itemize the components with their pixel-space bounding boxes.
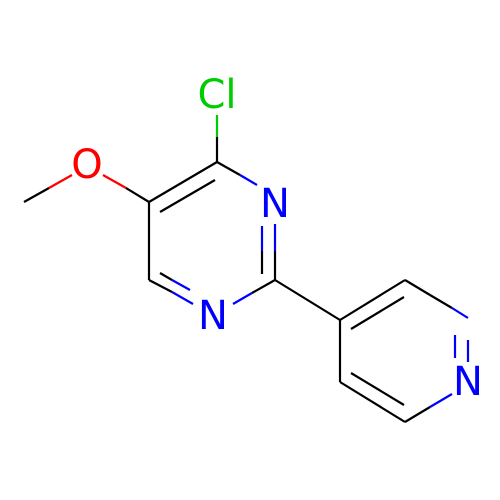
bond-py-c3-c2 bbox=[404, 279, 431, 296]
n3-atom-label: N bbox=[260, 181, 290, 227]
bond-py-c4-c3 bbox=[339, 279, 406, 321]
bond-c5-c4 bbox=[148, 161, 218, 203]
oxygen-atom-label: O bbox=[71, 142, 102, 188]
n1-atom-label: N bbox=[198, 293, 228, 339]
bond-n1-c6 bbox=[148, 279, 173, 293]
bond-c2-n1 bbox=[251, 279, 276, 294]
bond-oxygen-c5 bbox=[125, 187, 150, 203]
bond-c2-pyridine bbox=[274, 279, 341, 321]
bond-oxygen-c5-red bbox=[102, 174, 127, 189]
pyridine-n-atom-label: N bbox=[453, 359, 483, 405]
bond-py-c4-c3-inner bbox=[350, 296, 405, 330]
bond-methyl-oxygen-red bbox=[48, 174, 73, 189]
bond-n1-c6-inner bbox=[159, 272, 173, 281]
bond-py-c2-n-blue bbox=[451, 307, 469, 319]
chlorine-atom-label: Cl bbox=[197, 72, 236, 118]
bond-py-c5-c6 bbox=[339, 381, 406, 423]
bond-c4-n3 bbox=[216, 161, 241, 176]
bond-c2-n1-blue bbox=[232, 292, 253, 305]
bond-n1-c6-blue bbox=[171, 291, 194, 305]
bond-methyl-oxygen bbox=[23, 187, 50, 203]
bond-c5-c4-inner bbox=[159, 179, 216, 213]
bond-py-c3-c2-ext bbox=[429, 294, 453, 309]
bond-py-c5-c6-inner bbox=[350, 372, 405, 406]
bond-n1-c6-inner-blue bbox=[171, 279, 191, 291]
bond-py-n-c5 bbox=[404, 406, 431, 423]
bond-c4-n3-blue bbox=[239, 174, 258, 186]
bond-py-n-c5-blue bbox=[429, 393, 453, 408]
